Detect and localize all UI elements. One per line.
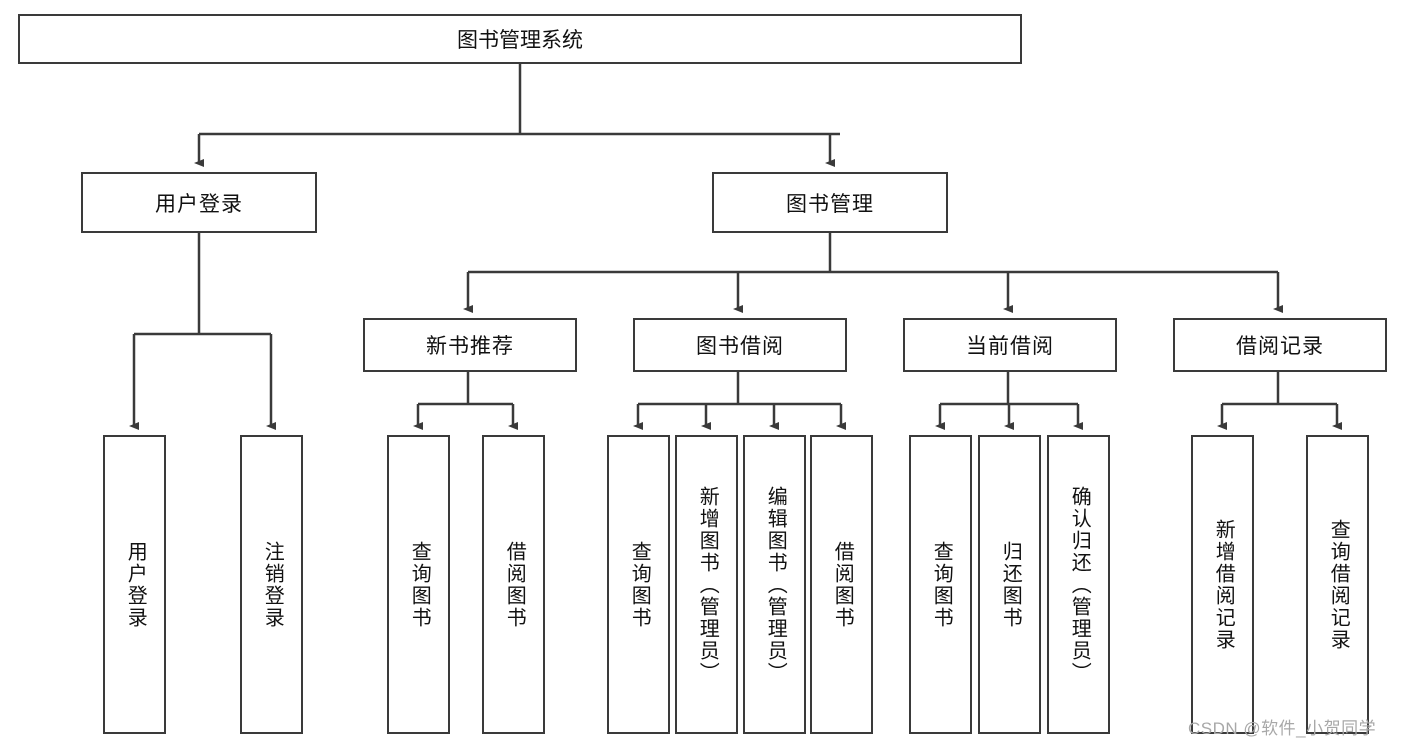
leaf-query-book-current[interactable]: 查询图书 [909,435,972,734]
node-label: 确认归还（管理员） [1068,485,1091,684]
node-label: 用户登录 [124,540,147,629]
node-label: 注销登录 [261,540,284,629]
node-user-login[interactable]: 用户登录 [81,172,317,233]
node-book-management[interactable]: 图书管理 [712,172,948,233]
leaf-query-book-newbook[interactable]: 查询图书 [387,435,450,734]
node-book-borrow[interactable]: 图书借阅 [633,318,847,372]
leaf-query-borrow-record[interactable]: 查询借阅记录 [1306,435,1369,734]
node-label: 当前借阅 [966,335,1054,358]
node-label: 借阅图书 [831,540,854,629]
node-label: 编辑图书（管理员） [764,485,787,684]
leaf-confirm-return-admin[interactable]: 确认归还（管理员） [1047,435,1110,734]
node-label: 新增图书（管理员） [696,485,719,684]
node-label: 查询图书 [408,540,431,629]
node-label: 查询借阅记录 [1327,518,1350,651]
node-current-borrow[interactable]: 当前借阅 [903,318,1117,372]
leaf-borrow-book-newbook[interactable]: 借阅图书 [482,435,545,734]
leaf-query-book-borrow[interactable]: 查询图书 [607,435,670,734]
leaf-add-borrow-record[interactable]: 新增借阅记录 [1191,435,1254,734]
leaf-borrow-book[interactable]: 借阅图书 [810,435,873,734]
node-label: 查询图书 [628,540,651,629]
node-label: 新增借阅记录 [1212,518,1235,651]
node-label: 借阅图书 [503,540,526,629]
leaf-logout-login[interactable]: 注销登录 [240,435,303,734]
node-label: 新书推荐 [426,335,514,358]
watermark: CSDN @软件_小贺同学 [1188,719,1377,738]
leaf-user-login[interactable]: 用户登录 [103,435,166,734]
node-label: 借阅记录 [1236,335,1324,358]
node-label: 图书借阅 [696,335,784,358]
leaf-add-book-admin[interactable]: 新增图书（管理员） [675,435,738,734]
leaf-return-book[interactable]: 归还图书 [978,435,1041,734]
node-label: 归还图书 [999,540,1022,629]
node-label: 图书管理 [786,192,874,216]
node-book-management-system[interactable]: 图书管理系统 [18,14,1022,64]
node-label: 用户登录 [155,192,243,216]
node-label: 图书管理系统 [457,29,583,52]
node-label: 查询图书 [930,540,953,629]
node-borrow-record[interactable]: 借阅记录 [1173,318,1387,372]
leaf-edit-book-admin[interactable]: 编辑图书（管理员） [743,435,806,734]
node-new-book-recommend[interactable]: 新书推荐 [363,318,577,372]
